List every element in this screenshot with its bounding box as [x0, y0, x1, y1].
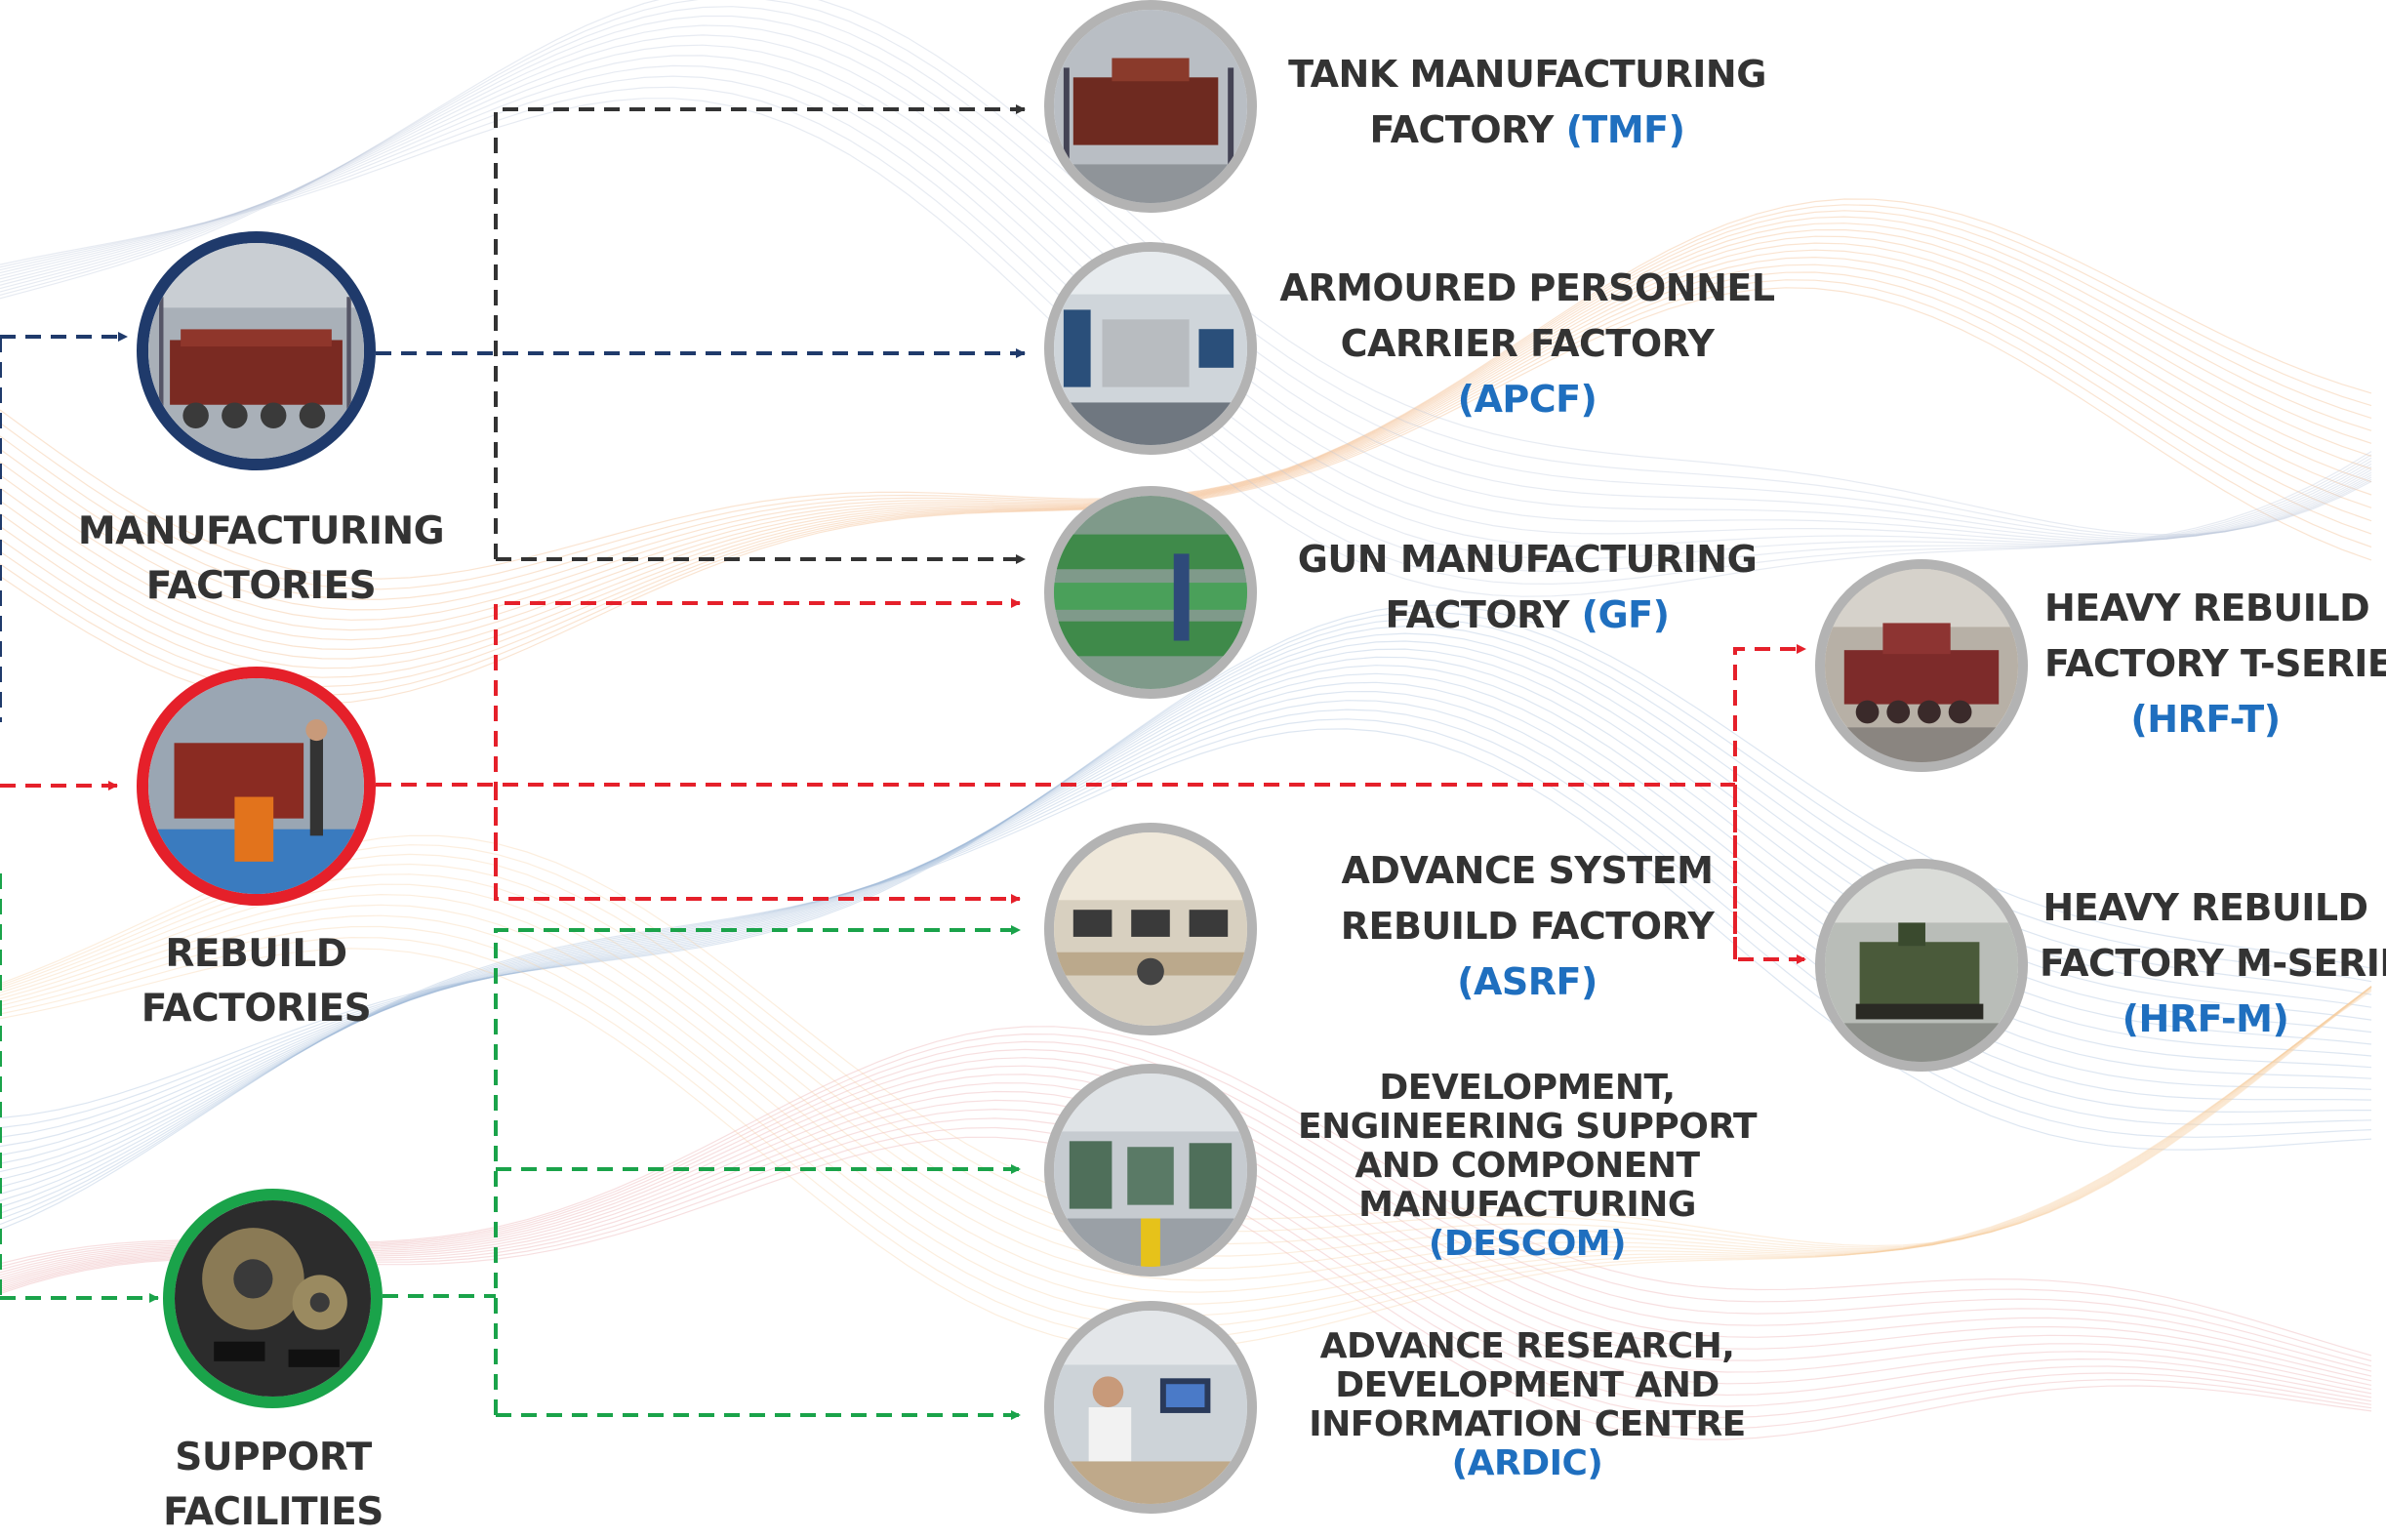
- support-facilities-line2: FACILITIES: [163, 1490, 384, 1534]
- wave-line: [0, 700, 2372, 1214]
- descom-code: (DESCOM): [1428, 1224, 1627, 1264]
- hrft-line1: HEAVY REBUILD: [2044, 587, 2370, 629]
- descom-line2: ENGINEERING SUPPORT: [1298, 1107, 1758, 1147]
- ardic-line3: INFORMATION CENTRE: [1309, 1404, 1746, 1444]
- ardic-line1: ADVANCE RESEARCH,: [1319, 1326, 1735, 1366]
- gf-label: GUN MANUFACTURING FACTORY (GF): [1274, 532, 1781, 643]
- asrf-label: ADVANCE SYSTEM REBUILD FACTORY (ASRF): [1274, 843, 1781, 1010]
- support-facilities-label: SUPPORT FACILITIES: [78, 1431, 468, 1540]
- hrft-code: (HRF-T): [2130, 698, 2281, 741]
- support-facilities-line1: SUPPORT: [175, 1436, 372, 1479]
- apcf-code: (APCF): [1457, 378, 1597, 421]
- m-series-apc-photo-icon: [1825, 869, 2018, 1062]
- research-lab-photo-icon: [1054, 1311, 1247, 1504]
- manufacturing-factories-line1: MANUFACTURING: [77, 509, 445, 553]
- apcf-photo: [1044, 242, 1257, 455]
- support-facilities-photo: [163, 1189, 383, 1408]
- manufacturing-factories-label: MANUFACTURING FACTORIES: [59, 505, 464, 614]
- hrfm-line2: FACTORY M-SERIES: [2040, 942, 2386, 985]
- rebuild-factories-line2: FACTORIES: [141, 987, 372, 1031]
- machine-shop-photo-icon: [1054, 1074, 1247, 1267]
- connector-rebuild-to-gf: [494, 598, 1021, 899]
- hrft-photo: [1815, 559, 2028, 772]
- rebuild-factories-photo: [137, 667, 376, 906]
- wave-line: [0, 883, 2372, 1281]
- ardic-label: ADVANCE RESEARCH, DEVELOPMENT AND INFORM…: [1274, 1327, 1781, 1483]
- asrf-code: (ASRF): [1457, 960, 1597, 1003]
- apcf-line1: ARMOURED PERSONNEL: [1279, 266, 1775, 309]
- connector-rebuild-to-asrf: [494, 785, 1021, 904]
- descom-line3: AND COMPONENT: [1355, 1146, 1700, 1186]
- wave-line: [0, 904, 2372, 1305]
- descom-line1: DEVELOPMENT,: [1379, 1068, 1676, 1108]
- tmf-line1: TANK MANUFACTURING: [1288, 53, 1766, 96]
- connector-support-to-asrf: [494, 925, 1021, 1415]
- descom-photo: [1044, 1064, 1257, 1277]
- rebuild-factories-line1: REBUILD: [165, 932, 347, 976]
- t-series-tank-photo-icon: [1825, 569, 2018, 762]
- lab-workstation-photo-icon: [1054, 832, 1247, 1026]
- hrfm-line1: HEAVY REBUILD: [2042, 886, 2368, 929]
- wave-line: [0, 718, 2372, 1226]
- tmf-line2: FACTORY: [1369, 108, 1555, 151]
- manufacturing-factories-line2: FACTORIES: [145, 564, 377, 608]
- asrf-photo: [1044, 823, 1257, 1035]
- tank-assembly-photo-icon: [148, 243, 364, 459]
- asrf-line1: ADVANCE SYSTEM: [1341, 849, 1714, 892]
- ardic-photo: [1044, 1301, 1257, 1514]
- tmf-photo: [1044, 0, 1257, 213]
- vehicle-rebuild-photo-icon: [148, 678, 364, 894]
- tmf-code: (TMF): [1565, 108, 1685, 151]
- gf-line2: FACTORY: [1385, 593, 1570, 636]
- ardic-line2: DEVELOPMENT AND: [1335, 1365, 1719, 1405]
- hrfm-label: HEAVY REBUILD FACTORY M-SERIES (HRF-M): [2040, 880, 2386, 1047]
- tmf-label: TANK MANUFACTURING FACTORY (TMF): [1274, 47, 1781, 158]
- wave-line: [0, 893, 2372, 1293]
- apcf-label: ARMOURED PERSONNEL CARRIER FACTORY (APCF…: [1274, 261, 1781, 427]
- descom-label: DEVELOPMENT, ENGINEERING SUPPORT AND COM…: [1274, 1069, 1781, 1264]
- connector-rebuild-to-hrft: [1733, 644, 1806, 959]
- descom-line4: MANUFACTURING: [1358, 1185, 1696, 1225]
- rebuild-factories-label: REBUILD FACTORIES: [59, 927, 454, 1036]
- tank-factory-photo-icon: [1054, 10, 1247, 203]
- hrft-line2: FACTORY T-SERIES: [2044, 642, 2386, 685]
- apcf-line2: CARRIER FACTORY: [1340, 322, 1715, 365]
- gf-line1: GUN MANUFACTURING: [1297, 538, 1758, 581]
- connector-manufacturing-to-tmf: [494, 104, 1026, 559]
- gears-photo-icon: [175, 1200, 371, 1397]
- gun-factory-photo-icon: [1054, 496, 1247, 689]
- gf-code: (GF): [1581, 593, 1670, 636]
- gf-photo: [1044, 486, 1257, 699]
- wave-line: [0, 728, 2372, 1231]
- wave-line: [0, 1033, 2372, 1362]
- hrft-label: HEAVY REBUILD FACTORY T-SERIES (HRF-T): [2044, 581, 2386, 748]
- wave-line: [0, 709, 2372, 1220]
- asrf-line2: REBUILD FACTORY: [1340, 905, 1715, 948]
- hrfm-photo: [1815, 859, 2028, 1072]
- manufacturing-factories-photo: [137, 231, 376, 470]
- apc-factory-photo-icon: [1054, 252, 1247, 445]
- connector-rebuild-to-hrfm: [1733, 785, 1806, 964]
- ardic-code: (ARDIC): [1451, 1443, 1603, 1483]
- wave-line: [0, 1026, 2372, 1357]
- hrfm-code: (HRF-M): [2122, 997, 2289, 1040]
